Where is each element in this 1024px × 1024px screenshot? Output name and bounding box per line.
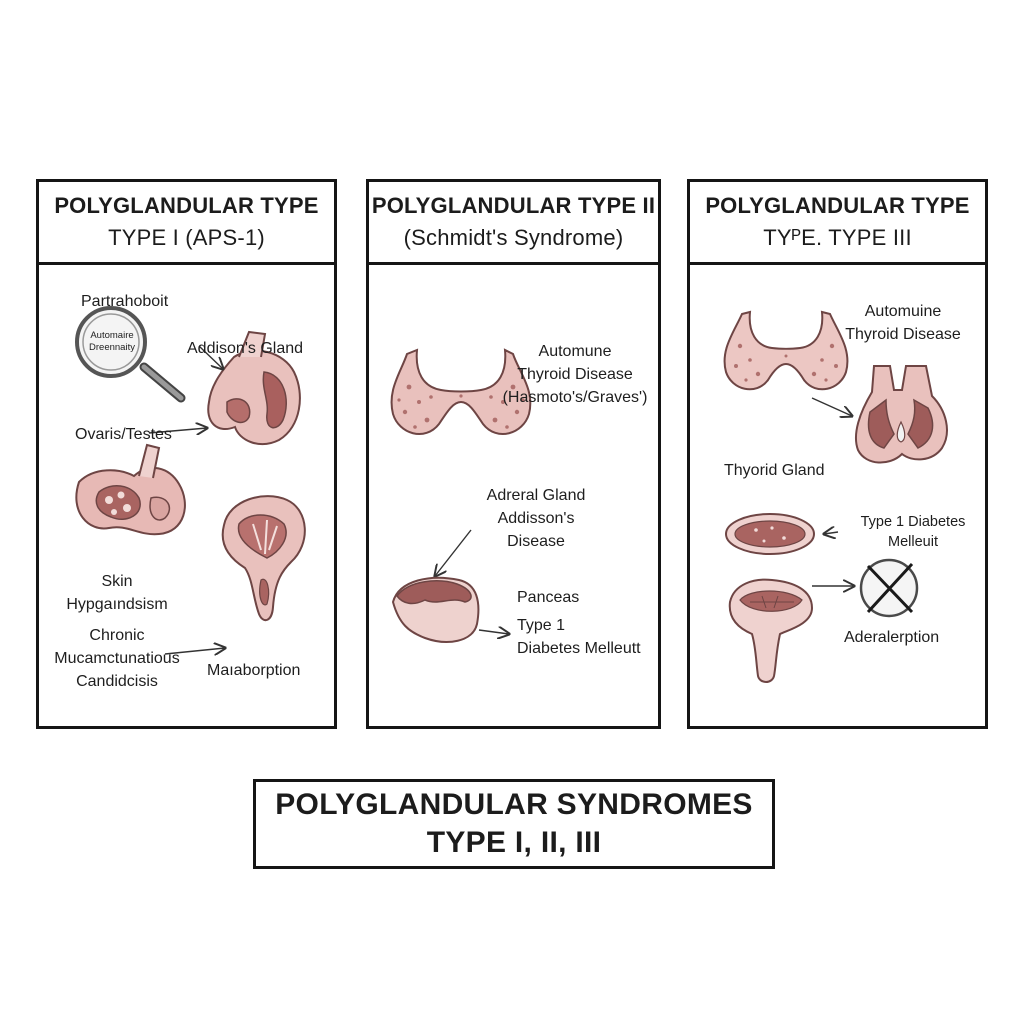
type-2-illustrations [390, 348, 532, 643]
type-3-illustrations [723, 310, 948, 683]
malabsorption-label: Maıaborption [207, 662, 301, 679]
panel-type-2: POLYGLANDULAR TYPE II (Schmidt's Syndrom… [366, 179, 661, 729]
thyroid-label-line-3: (Hasmoto's/Graves') [502, 389, 648, 406]
panel-type-3: POLYGLANDULAR TYPE TYᴾE. TYPE III [687, 179, 988, 729]
thyroid-label: Automune Thyroid Disease (Hasmoto's/Grav… [495, 340, 655, 409]
diagram-title-box: POLYGLANDULAR SYNDROMES TYPE I, II, III [253, 779, 775, 869]
panel-body: Automune Thyroid Disease (Hasmoto's/Grav… [369, 262, 658, 726]
diabetes-label-line-1: Type 1 Diabetes [860, 514, 966, 530]
adrenal-gland-icon [207, 330, 301, 446]
panel-header: POLYGLANDULAR TYPE TYᴾE. TYPE III [690, 182, 985, 265]
candidiasis-label: Chronic Mucamctunatious Candidcisis [47, 624, 187, 693]
candidiasis-line-1: Chronic [89, 627, 145, 644]
diabetes-label: Type 1 Diabetes Melleutt [517, 614, 641, 660]
thyroid-label-line-1: Automune [538, 343, 612, 360]
thyroid-label: Automuine Thyroid Disease [838, 300, 968, 346]
pancreas-icon [391, 576, 480, 643]
lens-text-line-2: Dreennaity [89, 342, 135, 353]
skin-label: Skin Hypgaındsism [57, 570, 177, 616]
diabetes-label-line-2: Melleuit [888, 534, 938, 550]
adrenal-label: Adreral Gland Addisson's Disease [471, 484, 601, 553]
thyroid-icon [723, 310, 849, 391]
panel-body: Partrahoboit Automaire Dreennaity Addiso… [39, 262, 334, 726]
skin-label-line-1: Skin [101, 573, 133, 590]
gonads-label: Ovaris/Testes [75, 426, 172, 443]
candidiasis-line-3: Candidcisis [76, 673, 158, 690]
lens-text-line-1: Automaire [90, 330, 134, 341]
adrenal-label-line-2: Addisson's [497, 510, 575, 527]
stomach-icon [221, 495, 306, 622]
skin-label-line-2: Hypgaındsism [66, 596, 168, 613]
adrenal-gland-icon [854, 365, 948, 464]
panel-header: POLYGLANDULAR TYPE II (Schmidt's Syndrom… [369, 182, 658, 265]
thyroid-label-line-2: Thyroid Disease [517, 366, 633, 383]
diagram-title-line-1: POLYGLANDULAR SYNDROMES [275, 788, 753, 821]
thyroid-gland-icon [725, 513, 815, 555]
thyroid-label-line-1: Automuine [864, 303, 942, 320]
panel-header: POLYGLANDULAR TYPE TYPE I (APS-1) [39, 182, 334, 265]
panel-title-line-2: (Schmidt's Syndrome) [403, 225, 624, 250]
panel-title-line-1: POLYGLANDULAR TYPE II [371, 193, 656, 218]
pancreas-icon [728, 578, 814, 683]
absorption-label: Aderalerption [844, 629, 940, 646]
thyroid-gland-label: Thyorid Gland [724, 462, 825, 479]
diagram-title-line-2: TYPE I, II, III [426, 826, 602, 859]
candidiasis-line-2: Mucamctunatious [54, 650, 180, 667]
cross-circle-icon [859, 558, 919, 618]
ovary-testes-icon [75, 443, 186, 536]
panel-title-line-1: POLYGLANDULAR TYPE [54, 193, 319, 218]
thyroid-label-line-2: Thyroid Disease [845, 326, 961, 343]
panel-title-line-1: POLYGLANDULAR TYPE [705, 193, 970, 218]
diabetes-label-line-1: Type 1 [517, 617, 566, 634]
adrenal-label: Addison's Gland [187, 340, 304, 357]
diabetes-label-line-2: Diabetes Melleutt [517, 640, 641, 657]
parathyroid-label: Partrahoboit [81, 293, 169, 310]
adrenal-label-line-3: Disease [507, 533, 565, 550]
panel-title-line-2: TYPE I (APS-1) [108, 225, 265, 250]
magnifier-icon [75, 306, 186, 403]
panel-type-1: POLYGLANDULAR TYPE TYPE I (APS-1) [36, 179, 337, 729]
lens-text: Automaire Dreennaity [86, 330, 138, 354]
diabetes-label: Type 1 Diabetes Melleuit [848, 512, 978, 552]
type-1-illustrations [75, 306, 306, 729]
pancreas-label: Panceas [517, 589, 580, 606]
panel-title-line-2: TYᴾE. TYPE III [763, 225, 912, 250]
thyroid-icon [390, 348, 532, 435]
panel-body: Automuine Thyroid Disease Thyorid Gland … [690, 262, 985, 726]
adrenal-label-line-1: Adreral Gland [486, 487, 586, 504]
